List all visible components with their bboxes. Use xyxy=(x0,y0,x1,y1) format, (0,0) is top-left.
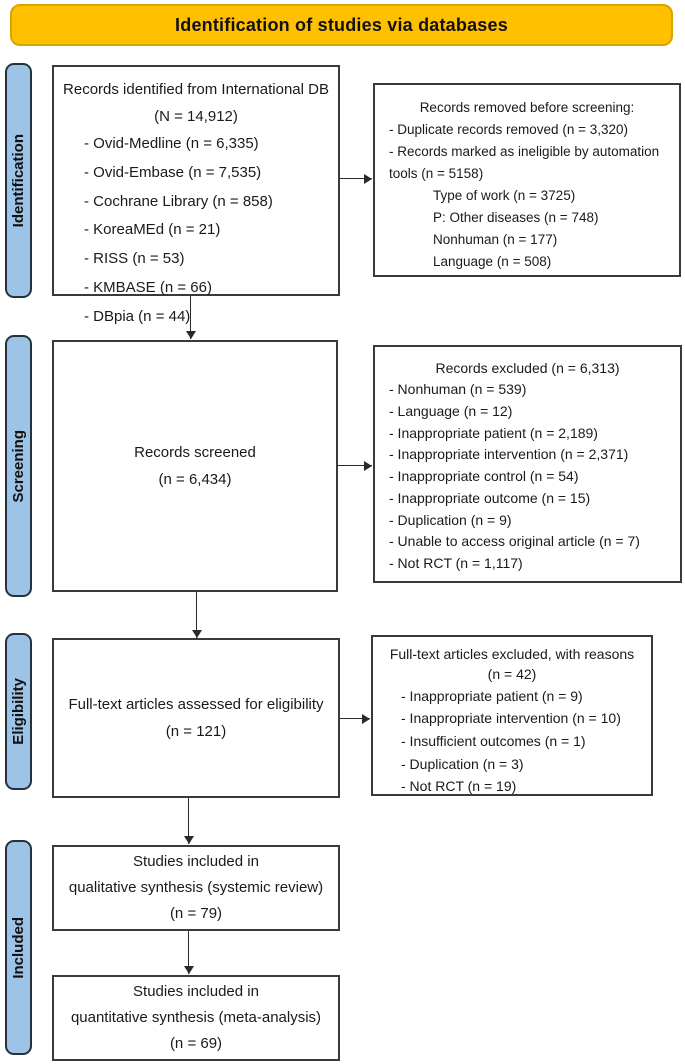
box-line: (n = 69) xyxy=(169,1035,223,1053)
box-line: Studies included in xyxy=(133,982,259,1000)
box-title: Records identified from International DB xyxy=(63,81,329,98)
arrow-fulltext-to-ft-excluded xyxy=(340,713,370,724)
box-records-identified: Records identified from International DB… xyxy=(52,65,340,325)
list-item: - KoreaMEd (n = 21) xyxy=(84,221,221,239)
list-item: - Not RCT (n = 19) xyxy=(401,778,517,795)
list-item: - Inappropriate intervention (n = 10) xyxy=(401,710,621,727)
excluded-reasons-list: - Nonhuman (n = 539) - Language (n = 12) -… xyxy=(375,379,680,574)
stage-label-eligibility: Eligibility xyxy=(5,633,32,790)
stage-label-text: Identification xyxy=(10,133,27,228)
box-records-removed: Records removed before screening: - Dupl… xyxy=(373,83,681,277)
box-records-excluded: Records excluded (n = 6,313) - Nonhuman … xyxy=(373,345,682,583)
list-item: - Inappropriate control (n = 54) xyxy=(389,468,579,485)
list-item: - Duplication (n = 9) xyxy=(389,511,512,528)
arrowhead-down-icon xyxy=(183,836,194,844)
list-item: - Records marked as ineligible by automa… xyxy=(389,143,660,182)
removed-subreasons-list: Type of work (n = 3725) P: Other diseases… xyxy=(375,185,679,272)
box-line: quantitative synthesis (meta-analysis) xyxy=(70,1008,322,1026)
list-item: - Duplicate records removed (n = 3,320) xyxy=(389,121,628,137)
arrowhead-down-icon xyxy=(191,630,202,638)
box-subtitle: (N = 14,912) xyxy=(154,108,238,125)
list-item: - Language (n = 12) xyxy=(389,403,513,420)
stage-label-text: Eligibility xyxy=(10,678,27,745)
arrowhead-right-icon xyxy=(364,173,372,184)
stage-label-screening: Screening xyxy=(5,335,32,597)
list-item: - KMBASE (n = 66) xyxy=(84,278,212,296)
box-title: Records removed before screening: xyxy=(419,100,635,115)
list-item: Type of work (n = 3725) xyxy=(433,188,576,204)
box-subtitle: (n = 6,434) xyxy=(158,471,232,488)
box-line: (n = 79) xyxy=(169,905,223,923)
box-title: Records excluded (n = 6,313) xyxy=(435,360,620,376)
stage-label-included: Included xyxy=(5,840,32,1055)
box-fulltext-excluded: Full-text articles excluded, with reason… xyxy=(371,635,653,796)
list-item: - Ovid-Medline (n = 6,335) xyxy=(84,135,259,152)
box-records-screened: Records screened (n = 6,434) xyxy=(52,340,338,592)
diagram-title: Identification of studies via databases xyxy=(175,14,508,35)
removed-reasons-list: - Duplicate records removed (n = 3,320) -… xyxy=(375,119,679,186)
arrow-qualitative-to-quantitative xyxy=(183,931,194,974)
arrow-screened-to-excluded xyxy=(338,460,372,471)
list-item: - Inappropriate patient (n = 9) xyxy=(401,687,583,704)
list-item: - DBpia (n = 44) xyxy=(84,307,191,325)
arrowhead-down-icon xyxy=(185,331,196,339)
list-item: - Inappropriate intervention (n = 2,371) xyxy=(389,446,629,463)
list-item: - Cochrane Library (n = 858) xyxy=(84,192,273,210)
box-title: Full-text articles assessed for eligibil… xyxy=(68,696,324,713)
diagram-title-banner: Identification of studies via databases xyxy=(10,4,673,46)
arrow-screened-to-fulltext xyxy=(191,592,202,638)
arrowhead-right-icon xyxy=(362,713,370,724)
database-list: - Ovid-Medline (n = 6,335) - Ovid-Embase … xyxy=(54,130,338,332)
box-subtitle: (n = 121) xyxy=(165,723,227,740)
box-fulltext-assessed: Full-text articles assessed for eligibil… xyxy=(52,638,340,798)
stage-label-text: Included xyxy=(10,916,27,979)
box-line: qualitative synthesis (systemic review) xyxy=(68,878,324,896)
list-item: Language (n = 508) xyxy=(433,253,552,269)
arrow-identified-to-removed xyxy=(340,173,372,184)
list-item: - Inappropriate patient (n = 2,189) xyxy=(389,424,598,441)
arrowhead-down-icon xyxy=(183,966,194,974)
list-item: P: Other diseases (n = 748) xyxy=(433,210,599,226)
list-item: - Insufficient outcomes (n = 1) xyxy=(401,732,586,749)
arrow-fulltext-to-qualitative xyxy=(183,798,194,844)
box-line: Studies included in xyxy=(133,852,259,870)
list-item: - Unable to access original article (n =… xyxy=(389,533,640,550)
list-item: - Nonhuman (n = 539) xyxy=(389,381,527,398)
list-item: - Inappropriate outcome (n = 15) xyxy=(389,489,591,506)
list-item: Nonhuman (n = 177) xyxy=(433,232,558,248)
stage-label-text: Screening xyxy=(10,429,27,503)
list-item: - RISS (n = 53) xyxy=(84,250,185,268)
list-item: - Not RCT (n = 1,117) xyxy=(389,554,523,571)
box-title: Full-text articles excluded, with reason… xyxy=(389,646,635,662)
arrow-identified-to-screened xyxy=(185,296,196,339)
box-quantitative-synthesis: Studies included in quantitative synthes… xyxy=(52,975,340,1061)
list-item: - Ovid-Embase (n = 7,535) xyxy=(84,163,262,181)
box-qualitative-synthesis: Studies included in qualitative synthesi… xyxy=(52,845,340,931)
arrowhead-right-icon xyxy=(364,460,372,471)
list-item: - Duplication (n = 3) xyxy=(401,755,524,772)
stage-label-identification: Identification xyxy=(5,63,32,298)
ft-excluded-reasons-list: - Inappropriate patient (n = 9) - Inappro… xyxy=(373,685,651,798)
box-subtitle: (n = 42) xyxy=(487,666,537,683)
box-title: Records screened xyxy=(134,444,256,461)
